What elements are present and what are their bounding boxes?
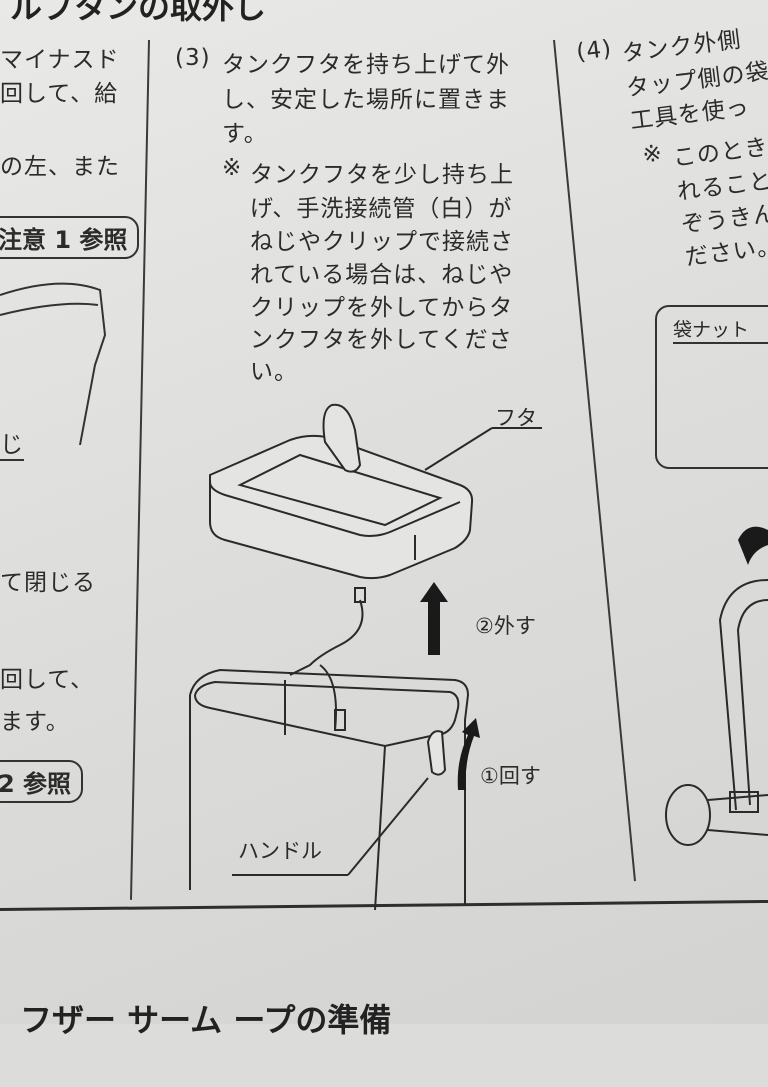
note-mark: ※ [222,155,243,181]
step-text-line: タンクフタを持ち上げて外 [222,52,510,78]
note-line: タンクフタを少し持ち上 [250,162,514,188]
step-text-line: す。 [222,121,268,147]
note-line: れている場合は、ねじや [250,262,514,288]
toilet-tank-illustration [0,282,107,445]
tank-lid-removal-illustration [189,403,542,910]
note-line: げ、手洗接続管（白）が [250,196,513,222]
note-line: ンクフタを外してくださ [250,327,513,353]
cap-nut-callout-box: 袋ナット [655,305,768,469]
left-text-line: ます。 [0,709,70,735]
left-text-line: 回して、給 [0,81,119,107]
faucet-pipe-illustration [665,526,768,846]
rotate-label: ①回す [480,764,541,788]
cap-nut-label: 袋ナット [673,315,768,344]
step-number: (4) [575,35,614,66]
reference-box-2: 2 参照 [0,760,84,803]
step-text-line: し、安定した場所に置きま [222,87,510,113]
remove-label: ②外す [475,614,536,638]
left-text-line: マイナスド [0,47,120,73]
left-text-line: じ [0,425,24,461]
section-heading-top: ルブタンの取外し [10,0,267,26]
note-mark: ※ [641,140,665,169]
handle-label: ハンドル [238,839,322,863]
lid-label: フタ [495,406,537,430]
section-heading-bottom: フザー サーム ープの準備 [20,1001,392,1039]
step-number: (3) [175,45,211,71]
note-line: クリップを外してからタ [250,295,514,321]
left-text-line: 回して、 [0,667,95,693]
note-line: い。 [250,359,298,385]
reference-box-1: 注意 1 参照 [0,216,140,259]
left-text-line: の左、また [0,154,120,180]
left-text-line: て閉じる [0,570,96,596]
note-line: ねじやクリップで接続さ [250,229,514,255]
